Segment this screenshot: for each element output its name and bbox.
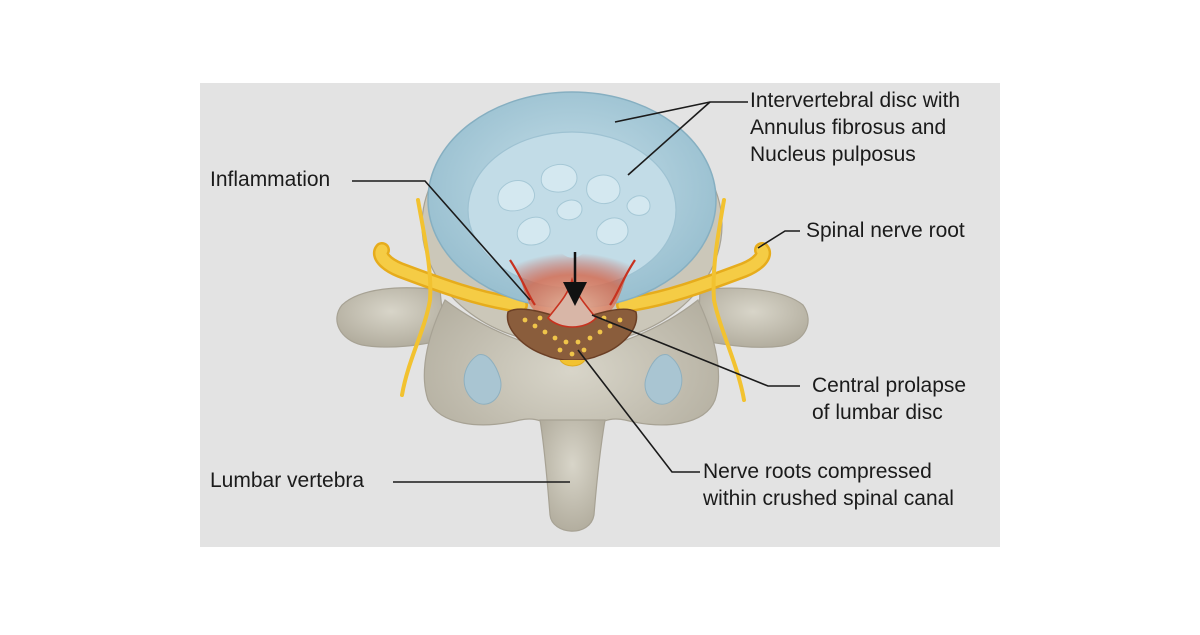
- label-nerve-root-text: Spinal nerve root: [806, 219, 965, 242]
- label-lumbar-vertebra: Lumbar vertebra: [210, 467, 364, 494]
- spinal-nerve-roots: [373, 198, 771, 402]
- label-disc-line-1: Intervertebral disc with: [750, 89, 961, 112]
- prolapse-direction-arrow: [563, 252, 587, 306]
- label-prolapse-line-2: of lumbar disc: [812, 401, 943, 424]
- label-vertebra-text: Lumbar vertebra: [210, 469, 365, 492]
- leader-lines: [352, 101, 800, 483]
- label-inflammation: Inflammation: [210, 166, 330, 193]
- label-prolapse-line-1: Central prolapse: [812, 374, 967, 397]
- leader-line-inflammation: [352, 180, 531, 301]
- label-nerve-roots-compressed: Nerve roots compressed within crushed sp…: [703, 458, 954, 512]
- leader-line-prolapse: [591, 314, 800, 387]
- label-intervertebral-disc: Intervertebral disc with Annulus fibrosu…: [750, 87, 960, 168]
- label-inflammation-text: Inflammation: [210, 168, 331, 191]
- leader-line-compressed: [577, 349, 700, 473]
- leader-line-nerve-root: [757, 230, 800, 249]
- leader-line-disc-nucleus: [627, 101, 711, 176]
- label-spinal-nerve-root: Spinal nerve root: [806, 217, 965, 244]
- label-disc-line-2: Annulus fibrosus and: [750, 116, 947, 139]
- label-central-prolapse: Central prolapse of lumbar disc: [812, 372, 966, 426]
- label-compressed-line-1: Nerve roots compressed: [703, 460, 932, 483]
- label-compressed-line-2: within crushed spinal canal: [703, 487, 954, 510]
- intervertebral-disc-shape: [427, 91, 717, 309]
- label-disc-line-3: Nucleus pulposus: [750, 143, 916, 166]
